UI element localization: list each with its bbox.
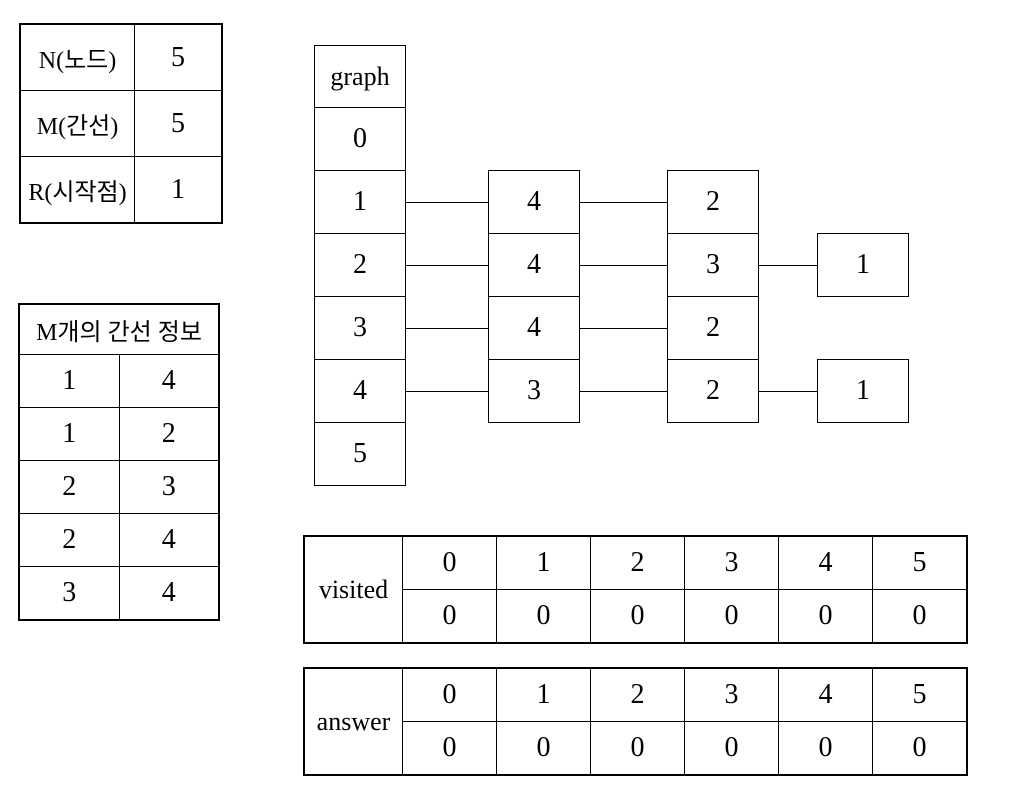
edge-node-b: 4: [118, 354, 220, 408]
visited-index-cell: 3: [684, 535, 779, 590]
param-value: 5: [134, 90, 223, 157]
answer-index-cell: 0: [402, 667, 497, 722]
answer-index-cell: 2: [590, 667, 685, 722]
edge-node-a: 1: [18, 354, 120, 408]
adjacency-node-2-item-2: 1: [817, 233, 909, 297]
param-value: 1: [134, 156, 223, 224]
edge-node-a: 1: [18, 407, 120, 461]
adjacency-node-2-item-0: 4: [488, 233, 580, 297]
adjacency-node-3-item-1: 2: [667, 296, 759, 360]
edge-node-b: 4: [118, 566, 220, 621]
param-label: R(시작점): [19, 156, 135, 224]
graph-index-cell-3: 3: [314, 296, 406, 360]
visited-value-cell: 0: [872, 589, 968, 644]
param-label: M(간선): [19, 90, 135, 157]
answer-value-cell: 0: [778, 721, 873, 776]
edge-node-a: 2: [18, 513, 120, 567]
answer-index-cell: 3: [684, 667, 779, 722]
visited-index-cell: 0: [402, 535, 497, 590]
pointer-line: [405, 265, 489, 266]
answer-value-cell: 0: [872, 721, 968, 776]
answer-index-cell: 1: [496, 667, 591, 722]
visited-value-cell: 0: [590, 589, 685, 644]
pointer-line: [579, 328, 668, 329]
pointer-line: [579, 265, 668, 266]
params-row: R(시작점)1: [19, 156, 223, 224]
answer-index-cell: 4: [778, 667, 873, 722]
visited-value-cell: 0: [402, 589, 497, 644]
visited-index-cell: 5: [872, 535, 968, 590]
visited-array-label: visited: [303, 535, 403, 644]
pointer-line: [405, 391, 489, 392]
answer-value-cell: 0: [496, 721, 591, 776]
edge-node-a: 3: [18, 566, 120, 621]
answer-value-cell: 0: [590, 721, 685, 776]
graph-index-cell-5: 5: [314, 422, 406, 486]
visited-value-cell: 0: [496, 589, 591, 644]
edge-node-b: 2: [118, 407, 220, 461]
pointer-line: [758, 391, 818, 392]
graph-index-cell-0: 0: [314, 107, 406, 171]
graph-index-cell-1: 1: [314, 170, 406, 234]
pointer-line: [758, 265, 818, 266]
graph-index-cell-4: 4: [314, 359, 406, 423]
answer-index-cell: 5: [872, 667, 968, 722]
params-row: M(간선)5: [19, 90, 223, 157]
answer-value-cell: 0: [684, 721, 779, 776]
adjacency-node-1-item-0: 4: [488, 170, 580, 234]
graph-index-cell-2: 2: [314, 233, 406, 297]
graph-header-cell: graph: [314, 45, 406, 108]
pointer-line: [579, 202, 668, 203]
visited-index-cell: 1: [496, 535, 591, 590]
visited-value-cell: 0: [684, 589, 779, 644]
answer-array-label: answer: [303, 667, 403, 776]
adjacency-node-1-item-1: 2: [667, 170, 759, 234]
edge-node-b: 4: [118, 513, 220, 567]
visited-index-cell: 2: [590, 535, 685, 590]
answer-value-cell: 0: [402, 721, 497, 776]
pointer-line: [405, 328, 489, 329]
adjacency-node-4-item-1: 2: [667, 359, 759, 423]
adjacency-node-2-item-1: 3: [667, 233, 759, 297]
adjacency-node-4-item-0: 3: [488, 359, 580, 423]
adjacency-node-4-item-2: 1: [817, 359, 909, 423]
edge-node-b: 3: [118, 460, 220, 514]
adjacency-node-3-item-0: 4: [488, 296, 580, 360]
pointer-line: [405, 202, 489, 203]
edge-node-a: 2: [18, 460, 120, 514]
pointer-line: [579, 391, 668, 392]
visited-index-cell: 4: [778, 535, 873, 590]
visited-value-cell: 0: [778, 589, 873, 644]
